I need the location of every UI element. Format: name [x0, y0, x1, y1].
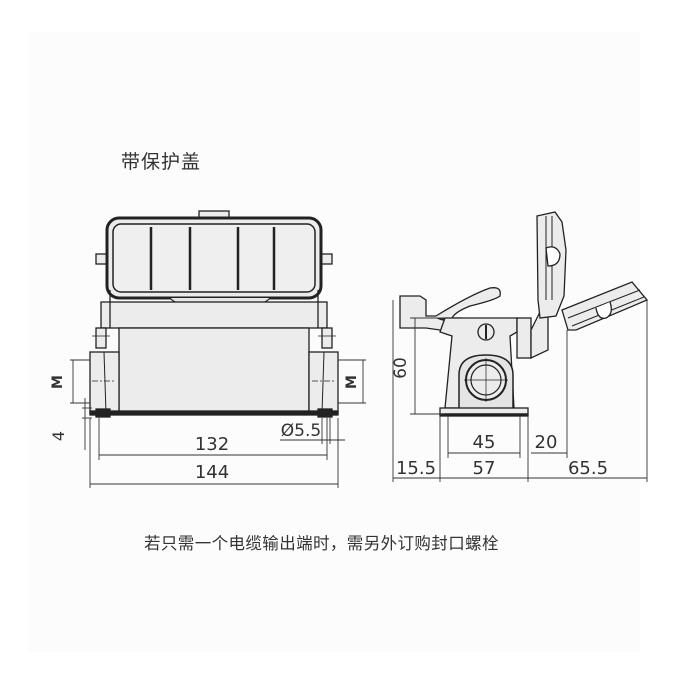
drawing-title: 带保护盖 — [121, 151, 202, 173]
thread-label-right: M — [344, 375, 360, 389]
base-height-label: 4 — [49, 431, 68, 441]
hinge-offset-label: 20 — [535, 432, 558, 453]
hole-diameter-label: Ø5.5 — [281, 421, 321, 441]
inner-width-label: 132 — [195, 434, 229, 455]
front-view-dimensions — [70, 359, 366, 488]
front-view-dimension-labels: M 4 M 132 Ø5.5 144 — [49, 375, 360, 483]
side-view — [399, 211, 649, 417]
overall-width-label: 144 — [195, 462, 229, 483]
cover-open-label: 65.5 — [568, 458, 608, 479]
height-label: 60 — [391, 357, 411, 379]
side-view-dimensions — [392, 300, 648, 482]
side-view-dimension-labels: 60 45 57 15.5 20 65.5 — [391, 357, 608, 479]
ordering-note: 若只需一个电缆输出端时，需另外订购封口螺栓 — [144, 534, 499, 553]
base-inner-label: 45 — [473, 432, 496, 453]
base-outer-label: 57 — [473, 458, 496, 479]
thread-label-left: M — [50, 375, 66, 389]
front-view — [89, 210, 339, 418]
left-offset-label: 15.5 — [396, 458, 436, 479]
